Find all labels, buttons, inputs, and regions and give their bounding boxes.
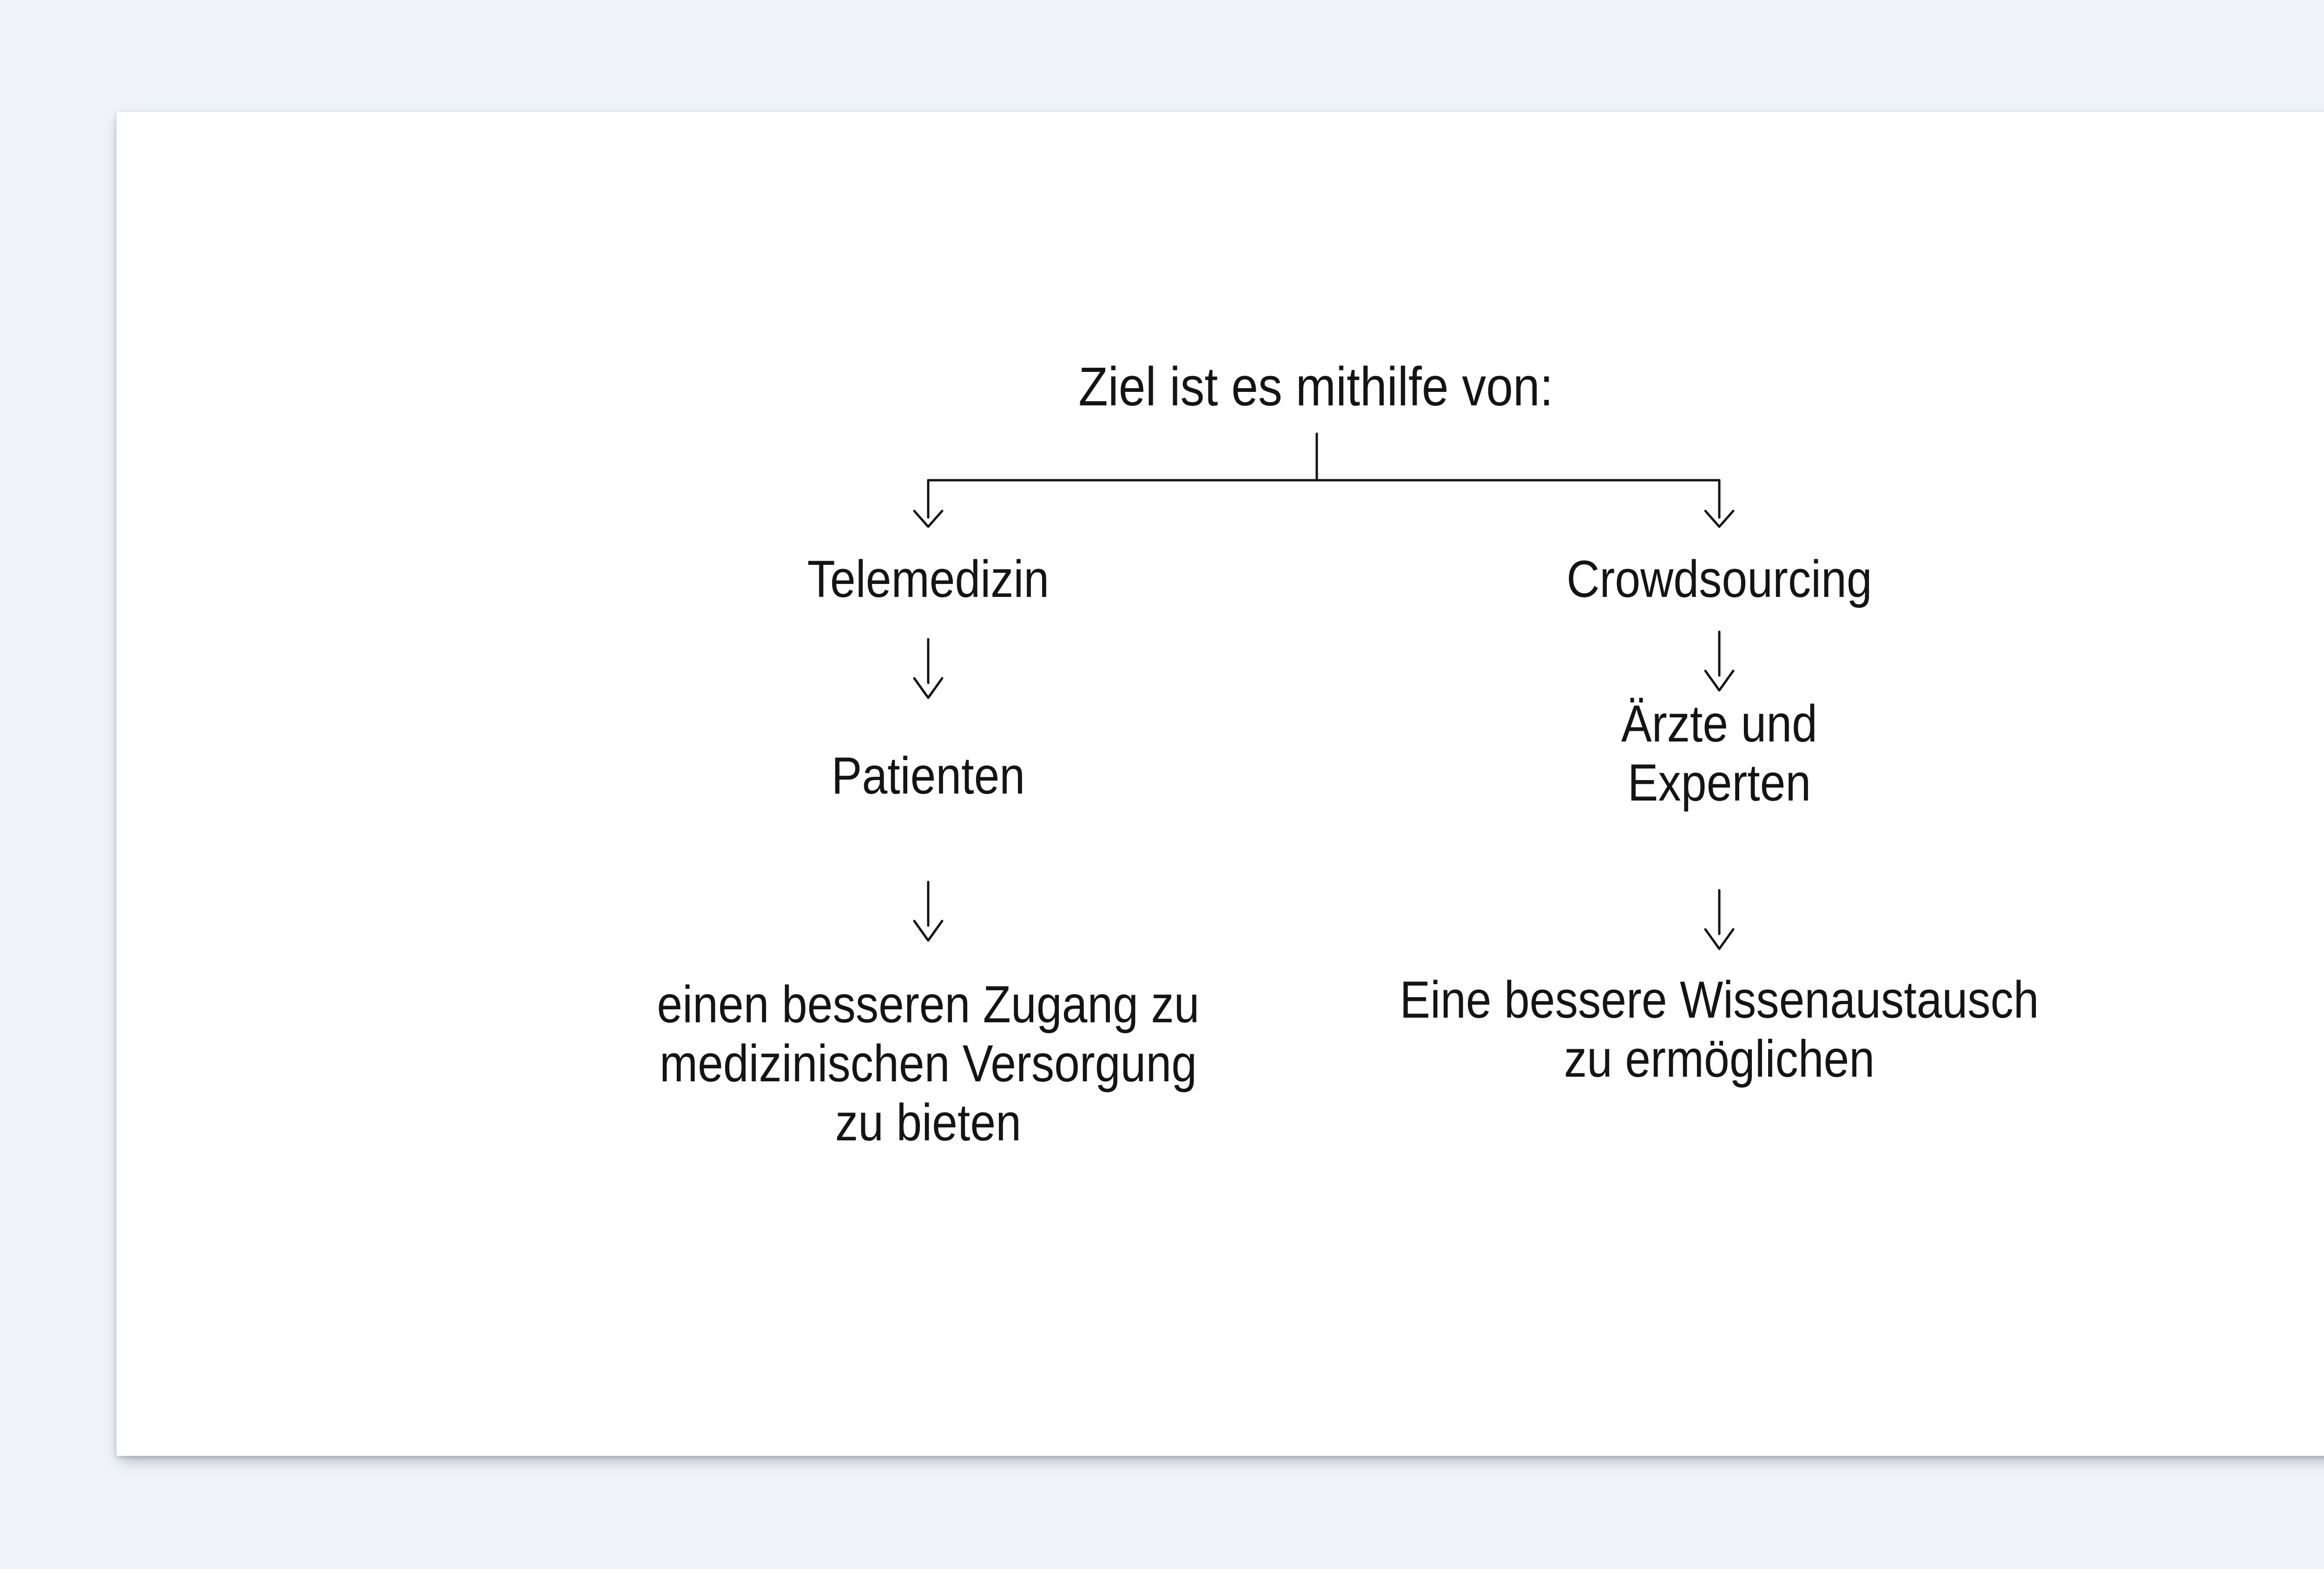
outcome-line: zu bieten [835, 1093, 1022, 1152]
left-branch-outcome-text: einen besseren Zugang zu medizinischen V… [519, 975, 1337, 1152]
left-branch-node-patienten: Patienten [831, 747, 1025, 805]
right-branch-node-crowdsourcing: Crowdsourcing [1566, 550, 1872, 608]
flowchart-root-title: Ziel ist es mithilfe von: [1078, 356, 1553, 417]
outcome-line: einen besseren Zugang zu [657, 975, 1200, 1033]
left-branch-node-telemedizin: Telemedizin [807, 550, 1050, 608]
right-arrowhead-icon [1704, 510, 1735, 528]
outcome-line: medizinischen Versorgung [659, 1034, 1197, 1092]
node-line: Experten [1627, 754, 1811, 812]
slide-canvas: Ziel ist es mithilfe von: Telemedizin Pa… [116, 112, 2324, 1456]
node-line: Ärzte und [1621, 695, 1817, 753]
outcome-line: zu ermöglichen [1564, 1030, 1875, 1088]
right-branch-outcome-text: Eine bessere Wissenaustausch zu ermöglic… [1310, 970, 2128, 1088]
down-arrow-icon [912, 879, 944, 944]
left-arrowhead-icon [913, 510, 944, 528]
outcome-line: Eine bessere Wissenaustausch [1400, 971, 2039, 1029]
right-branch-node-aerzte-experten: Ärzte und Experten [1351, 694, 2087, 812]
branch-connector [860, 428, 1790, 540]
down-arrow-icon [912, 636, 944, 702]
down-arrow-icon [1703, 629, 1736, 694]
down-arrow-icon [1703, 887, 1736, 953]
branch-connector-lines [913, 432, 1735, 528]
